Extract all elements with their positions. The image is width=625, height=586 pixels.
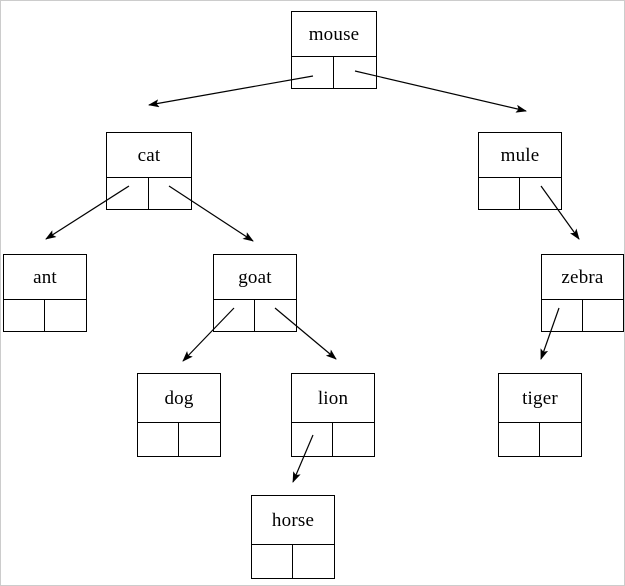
- node-pointer-cells-lion: [292, 422, 374, 456]
- node-label-mouse: mouse: [292, 12, 376, 56]
- node-pointer-cells-goat: [214, 299, 296, 331]
- tree-node-goat[interactable]: goat: [213, 254, 297, 332]
- tree-node-zebra[interactable]: zebra: [541, 254, 624, 332]
- node-pointer-cells-zebra: [542, 299, 623, 331]
- node-pointer-cells-dog: [138, 422, 220, 456]
- tree-node-horse[interactable]: horse: [251, 495, 335, 579]
- node-label-zebra: zebra: [542, 255, 623, 299]
- node-right-pointer-mule[interactable]: [520, 178, 561, 209]
- node-label-goat: goat: [214, 255, 296, 299]
- node-left-pointer-tiger[interactable]: [499, 423, 540, 456]
- tree-node-cat[interactable]: cat: [106, 132, 192, 210]
- node-left-pointer-ant[interactable]: [4, 300, 45, 331]
- node-left-pointer-dog[interactable]: [138, 423, 179, 456]
- node-pointer-cells-ant: [4, 299, 86, 331]
- tree-node-ant[interactable]: ant: [3, 254, 87, 332]
- tree-edge-mouse-cat: [148, 75, 314, 108]
- node-pointer-cells-cat: [107, 177, 191, 209]
- node-label-cat: cat: [107, 133, 191, 177]
- tree-node-mouse[interactable]: mouse: [291, 11, 377, 89]
- node-right-pointer-horse[interactable]: [293, 545, 334, 578]
- node-pointer-cells-mule: [479, 177, 561, 209]
- node-pointer-cells-tiger: [499, 422, 581, 456]
- node-left-pointer-zebra[interactable]: [542, 300, 583, 331]
- node-left-pointer-cat[interactable]: [107, 178, 149, 209]
- node-left-pointer-lion[interactable]: [292, 423, 333, 456]
- node-label-dog: dog: [138, 374, 220, 422]
- tree-node-mule[interactable]: mule: [478, 132, 562, 210]
- node-label-mule: mule: [479, 133, 561, 177]
- node-pointer-cells-horse: [252, 544, 334, 578]
- node-right-pointer-tiger[interactable]: [540, 423, 581, 456]
- node-right-pointer-ant[interactable]: [45, 300, 86, 331]
- tree-edge-mouse-mule: [354, 70, 527, 113]
- node-right-pointer-cat[interactable]: [149, 178, 191, 209]
- node-left-pointer-horse[interactable]: [252, 545, 293, 578]
- node-label-ant: ant: [4, 255, 86, 299]
- node-left-pointer-mule[interactable]: [479, 178, 520, 209]
- node-label-horse: horse: [252, 496, 334, 544]
- node-right-pointer-goat[interactable]: [255, 300, 296, 331]
- node-pointer-cells-mouse: [292, 56, 376, 88]
- node-left-pointer-goat[interactable]: [214, 300, 255, 331]
- node-right-pointer-mouse[interactable]: [334, 57, 376, 88]
- tree-node-lion[interactable]: lion: [291, 373, 375, 457]
- node-right-pointer-dog[interactable]: [179, 423, 220, 456]
- node-right-pointer-lion[interactable]: [333, 423, 374, 456]
- node-right-pointer-zebra[interactable]: [583, 300, 624, 331]
- tree-node-tiger[interactable]: tiger: [498, 373, 582, 457]
- tree-node-dog[interactable]: dog: [137, 373, 221, 457]
- node-label-lion: lion: [292, 374, 374, 422]
- node-label-tiger: tiger: [499, 374, 581, 422]
- node-left-pointer-mouse[interactable]: [292, 57, 334, 88]
